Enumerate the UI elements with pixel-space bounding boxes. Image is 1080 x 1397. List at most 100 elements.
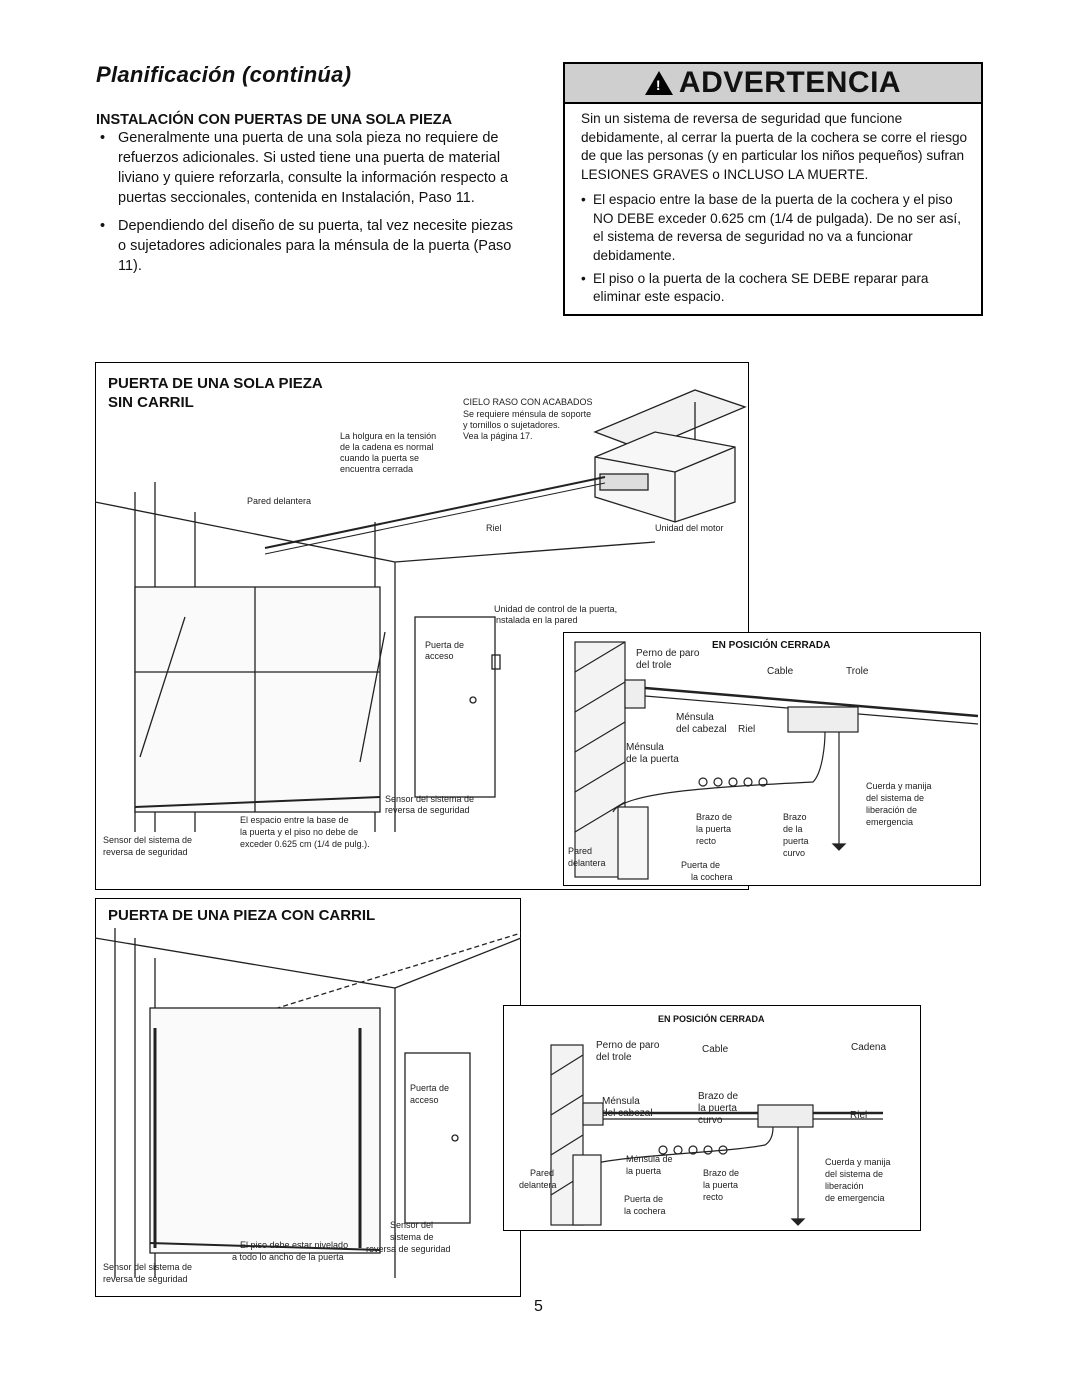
- cable-label: Cable: [702, 1044, 729, 1055]
- garage-door-label: Puerta de: [681, 860, 721, 870]
- control-unit-label: instalada en la pared: [494, 615, 578, 625]
- cable-label: Cable: [767, 666, 794, 677]
- floor-level-label: a todo lo ancho de la puerta: [232, 1252, 344, 1262]
- warning-triangle-icon: !: [644, 71, 673, 95]
- detail-illustration-2: [550, 1044, 883, 1226]
- sensor-right-label: reversa de seguridad: [385, 805, 470, 815]
- header-bracket-label: Ménsula: [676, 712, 714, 723]
- garage-door-label: la cochera: [624, 1206, 666, 1216]
- stop-bolt-label: del trole: [596, 1052, 632, 1063]
- door-bracket-label: Ménsula: [626, 742, 664, 753]
- gap-note-label: El espacio entre la base de: [240, 815, 349, 825]
- release-rope-label: Cuerda y manija: [825, 1157, 891, 1167]
- garage-illustration-1: [95, 389, 747, 832]
- ceiling-note-label: Se requiere ménsula de soporte: [463, 409, 592, 419]
- floor-level-label: El piso debe estar nivelado: [240, 1240, 349, 1250]
- warning-body: Sin un sistema de reversa de seguridad q…: [581, 110, 971, 311]
- curved-arm-label: la puerta: [698, 1103, 737, 1114]
- sensor-left-label: Sensor del sistema de: [103, 1262, 193, 1272]
- stop-bolt-label: del trole: [636, 660, 672, 671]
- chain-slack-label: La holgura en la tensión: [340, 431, 437, 441]
- curved-arm-label: puerta: [783, 836, 809, 846]
- header-bracket-label: Ménsula: [602, 1096, 640, 1107]
- straight-arm-label: Brazo de: [703, 1168, 740, 1178]
- gap-note-label: la puerta y el piso no debe de: [240, 827, 359, 837]
- stop-bolt-label: Perno de paro: [596, 1040, 660, 1051]
- warning-header: ! ADVERTENCIA: [565, 64, 981, 104]
- page-number: 5: [534, 1298, 543, 1315]
- sensor-left-label: reversa de seguridad: [103, 1274, 188, 1284]
- release-rope-label: del sistema de: [866, 793, 925, 803]
- access-door-label: acceso: [410, 1095, 439, 1105]
- intro-bullet: Dependiendo del diseño de su puerta, tal…: [100, 216, 520, 276]
- warning-intro: Sin un sistema de reversa de seguridad q…: [581, 111, 968, 183]
- intro-bullet-list: Generalmente una puerta de una sola piez…: [100, 128, 520, 284]
- straight-arm-label: recto: [703, 1192, 724, 1202]
- warning-box: ! ADVERTENCIA Sin un sistema de reversa …: [563, 62, 983, 316]
- rail-label: Riel: [738, 724, 756, 735]
- front-wall-label: Pared: [568, 846, 593, 856]
- trolley-label: Trole: [846, 666, 869, 677]
- straight-arm-label: la puerta: [703, 1180, 739, 1190]
- curved-arm-label: de la: [783, 824, 803, 834]
- page-title: Planificación (continúa): [96, 62, 352, 87]
- chain-label: Cadena: [851, 1042, 887, 1053]
- gap-note-label: exceder 0.625 cm (1/4 de pulg.).: [240, 839, 370, 849]
- release-rope-label: emergencia: [866, 817, 914, 827]
- detail2-title: EN POSICIÓN CERRADA: [658, 1014, 765, 1024]
- door-bracket-label: de la puerta: [626, 754, 679, 765]
- sensor-right-label: sistema de: [390, 1232, 434, 1242]
- garage-door-label: la cochera: [691, 872, 733, 882]
- warning-bullet: El espacio entre la base de la puerta de…: [581, 191, 971, 266]
- release-rope-label: liberación de: [866, 805, 918, 815]
- straight-arm-label: Brazo de: [696, 812, 733, 822]
- ceiling-note-label: Vea la página 17.: [463, 431, 533, 441]
- curved-arm-label: curvo: [698, 1115, 723, 1126]
- header-bracket-label: del cabezal: [602, 1108, 653, 1119]
- access-door-label: Puerta de: [425, 640, 465, 650]
- door-bracket-label: la puerta: [626, 1166, 662, 1176]
- garage-illustration-2: [95, 928, 521, 1278]
- detail-illustration-1: [574, 641, 979, 880]
- curved-arm-label: Brazo: [783, 812, 807, 822]
- straight-arm-label: la puerta: [696, 824, 732, 834]
- sensor-right-label: reversa de seguridad: [366, 1244, 451, 1254]
- access-door-label: Puerta de: [410, 1083, 450, 1093]
- curved-arm-label: Brazo de: [698, 1091, 739, 1102]
- sensor-right-label: Sensor del sistema de: [385, 794, 475, 804]
- sensor-left-label: Sensor del sistema de: [103, 835, 193, 845]
- garage-door-label: Puerta de: [624, 1194, 664, 1204]
- stop-bolt-label: Perno de paro: [636, 648, 700, 659]
- chain-slack-label: cuando la puerta se: [340, 453, 420, 463]
- rail-label: Riel: [486, 523, 502, 533]
- motor-unit-label: Unidad del motor: [655, 523, 724, 533]
- front-wall-label: Pared: [530, 1168, 555, 1178]
- release-rope-label: liberación: [825, 1181, 864, 1191]
- figure-one-piece-no-track: [95, 362, 749, 890]
- figure1-title-line2: SIN CARRIL: [108, 394, 194, 411]
- access-door-label: acceso: [425, 651, 454, 661]
- warning-bullet: El piso o la puerta de la cochera SE DEB…: [581, 270, 971, 307]
- release-rope-label: del sistema de: [825, 1169, 884, 1179]
- ceiling-note-label: y tornillos o sujetadores.: [463, 420, 561, 430]
- door-bracket-label: Ménsula de: [626, 1154, 673, 1164]
- chain-slack-label: encuentra cerrada: [340, 464, 414, 474]
- rail-label: Riel: [850, 1110, 868, 1121]
- control-unit-label: Unidad de control de la puerta,: [494, 604, 618, 614]
- sensor-right-label: Sensor del: [390, 1220, 434, 1230]
- figure1-title-line1: PUERTA DE UNA SOLA PIEZA: [108, 375, 323, 392]
- release-rope-label: de emergencia: [825, 1193, 885, 1203]
- sensor-left-label: reversa de seguridad: [103, 847, 188, 857]
- curved-arm-label: curvo: [783, 848, 806, 858]
- section-subtitle: INSTALACIÓN CON PUERTAS DE UNA SOLA PIEZ…: [96, 112, 453, 128]
- front-wall-label: delantera: [519, 1180, 557, 1190]
- warning-heading: ADVERTENCIA: [678, 66, 902, 99]
- front-wall-label: delantera: [568, 858, 606, 868]
- detail1-title: EN POSICIÓN CERRADA: [712, 640, 831, 651]
- straight-arm-label: recto: [696, 836, 717, 846]
- intro-bullet: Generalmente una puerta de una sola piez…: [100, 128, 520, 208]
- chain-slack-label: de la cadena es normal: [340, 442, 434, 452]
- ceiling-title-label: CIELO RASO CON ACABADOS: [463, 397, 593, 407]
- figure2-title: PUERTA DE UNA PIEZA CON CARRIL: [108, 907, 376, 924]
- release-rope-label: Cuerda y manija: [866, 781, 932, 791]
